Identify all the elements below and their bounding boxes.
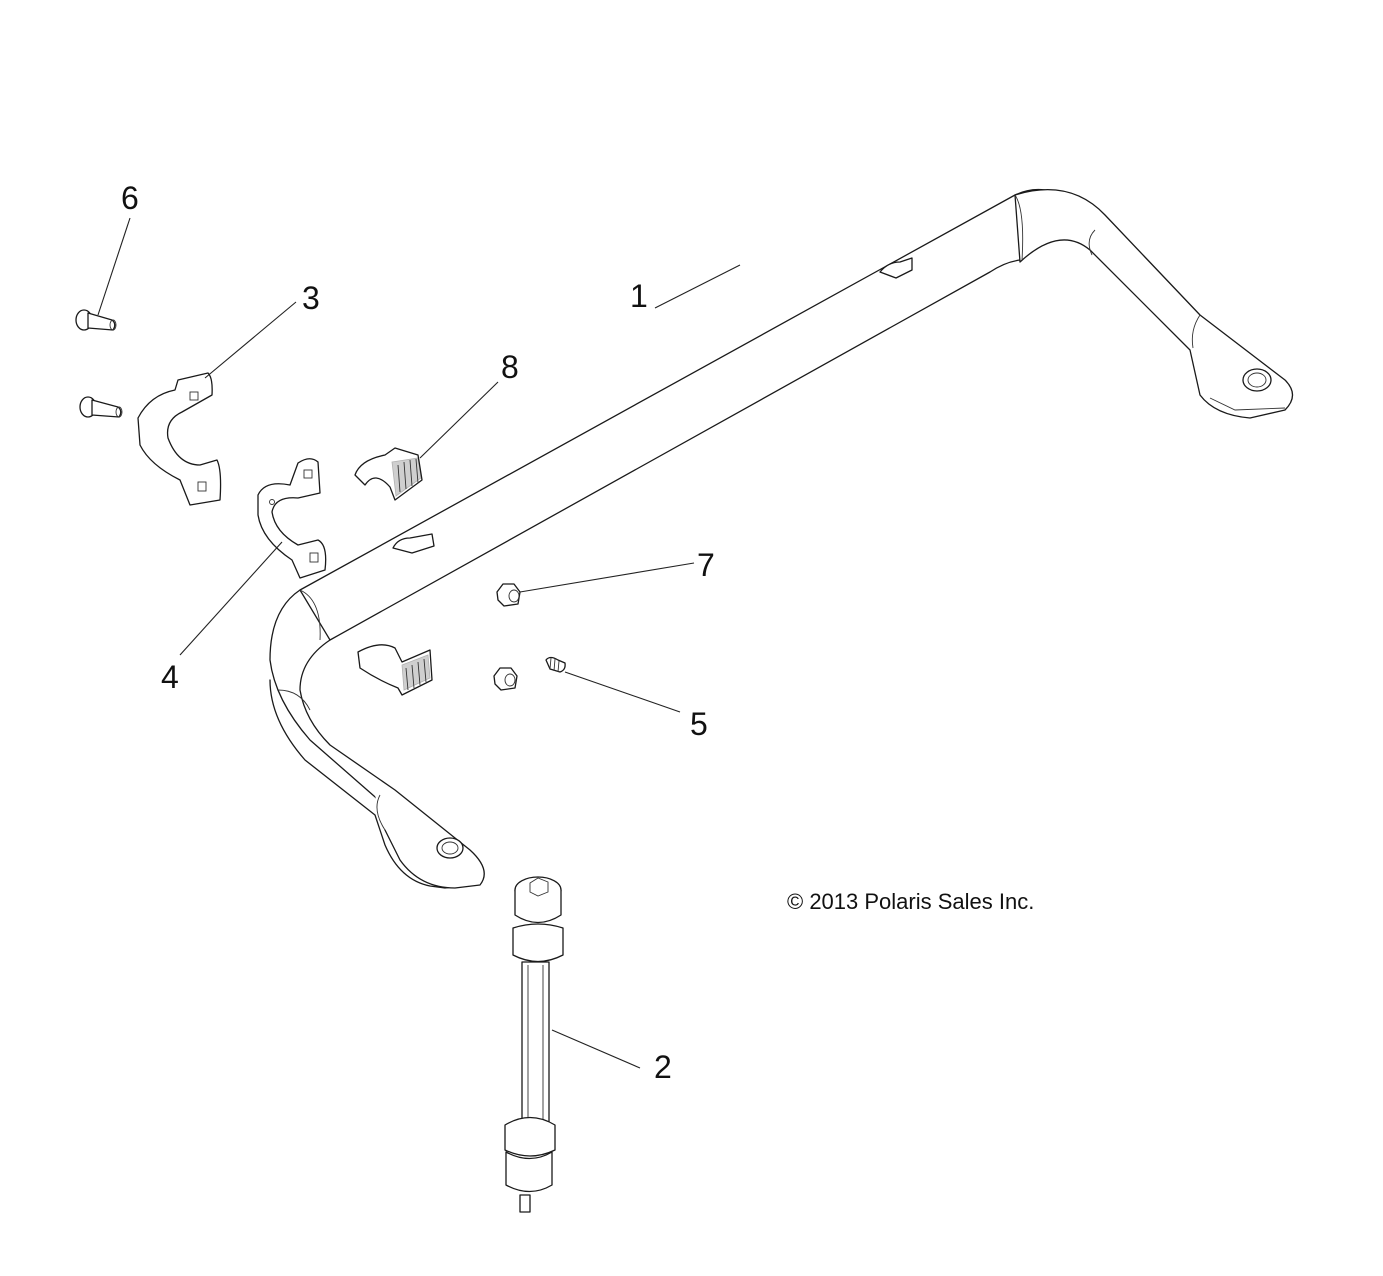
leader-5 <box>564 671 681 713</box>
leader-7 <box>519 562 695 593</box>
leader-8 <box>419 381 499 459</box>
link-rod <box>504 876 564 1213</box>
bushing-upper <box>354 447 423 501</box>
bracket-clamp-right <box>257 458 327 579</box>
leader-1 <box>654 264 741 309</box>
flange-nut-lower <box>493 667 518 691</box>
stabilizer-bar <box>269 188 1294 889</box>
bushing-lower <box>357 644 433 696</box>
leader-6 <box>97 217 131 316</box>
callout-6: 6 <box>121 180 139 216</box>
leader-3 <box>204 301 297 379</box>
leader-4 <box>179 541 283 656</box>
callout-4: 4 <box>161 659 179 695</box>
copyright-notice: © 2013 Polaris Sales Inc. <box>787 889 1035 914</box>
callout-1: 1 <box>630 278 648 314</box>
bolt-lower <box>79 396 123 418</box>
flange-nut-upper <box>496 583 521 607</box>
callout-7: 7 <box>697 547 715 583</box>
bracket-clamp-left <box>137 372 222 506</box>
leader-2 <box>551 1029 641 1069</box>
callout-2: 2 <box>654 1049 672 1085</box>
bolt-upper <box>75 309 117 331</box>
callout-3: 3 <box>302 280 320 316</box>
grease-fitting <box>545 656 566 673</box>
callout-5: 5 <box>690 706 708 742</box>
leader-lines <box>97 217 741 1069</box>
callout-8: 8 <box>501 349 519 385</box>
